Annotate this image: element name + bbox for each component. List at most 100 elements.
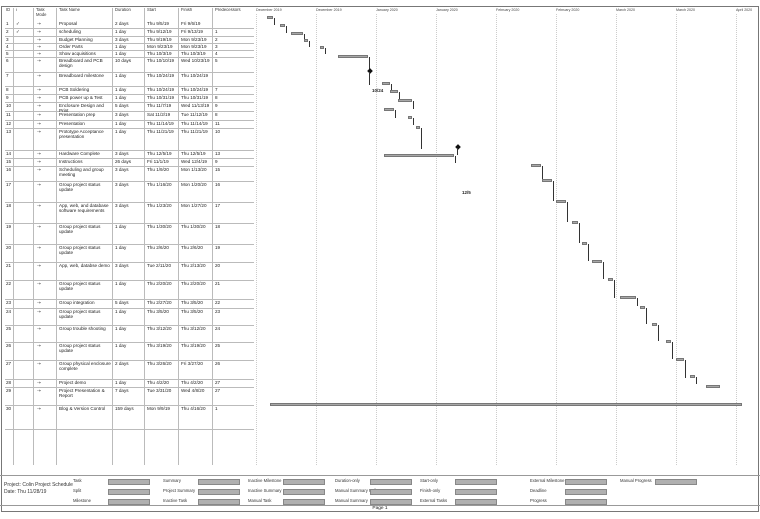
legend-item: Summary: [163, 478, 181, 483]
timescale-gridline: [376, 14, 378, 465]
cell-duration: 5 days: [115, 103, 129, 108]
col-header-name[interactable]: Task Name: [59, 8, 80, 12]
task-bar[interactable]: [270, 403, 742, 406]
task-bar[interactable]: [531, 164, 541, 167]
task-bar[interactable]: [320, 45, 324, 49]
cell-id: 9: [6, 95, 9, 100]
task-bar[interactable]: [384, 154, 454, 157]
cell-name: Enclosure Design and Print: [59, 103, 104, 113]
legend-swatch: [198, 479, 240, 485]
col-header-info[interactable]: i: [16, 8, 17, 12]
task-bar[interactable]: [640, 306, 645, 309]
legend-item: Duration-only: [335, 478, 360, 483]
task-bar[interactable]: [572, 221, 578, 224]
task-bar[interactable]: [652, 323, 657, 326]
task-bar[interactable]: [408, 116, 412, 119]
task-bar[interactable]: [382, 82, 390, 85]
task-bar[interactable]: [304, 38, 308, 42]
task-bar[interactable]: [706, 385, 720, 388]
dependency-link: [304, 33, 305, 40]
cell-id: 15: [6, 159, 12, 164]
dependency-link: [672, 342, 673, 359]
task-bar[interactable]: [582, 242, 587, 245]
cell-pred: 3: [215, 44, 218, 49]
task-bar[interactable]: [338, 55, 368, 58]
col-header-duration[interactable]: Duration: [115, 8, 131, 12]
cell-start: Thu 1/16/20: [147, 182, 172, 187]
task-bar[interactable]: [608, 278, 613, 281]
legend-swatch: [565, 499, 607, 505]
task-bar[interactable]: [676, 358, 684, 361]
task-bar[interactable]: [267, 16, 273, 19]
col-header-finish[interactable]: Finish: [181, 8, 193, 12]
col-header-id[interactable]: ID: [6, 8, 11, 12]
task-bar[interactable]: [620, 295, 636, 299]
cell-duration: 3 days: [115, 203, 129, 208]
task-bar[interactable]: [390, 90, 398, 93]
task-mode-icon: ⇢: [37, 151, 41, 156]
col-header-start[interactable]: Start: [147, 8, 156, 12]
cell-finish: Mon 1/27/20: [181, 203, 207, 208]
cell-id: 20: [6, 245, 12, 250]
cell-duration: 10 days: [115, 58, 132, 63]
task-bar[interactable]: [690, 375, 695, 378]
task-bar[interactable]: [291, 31, 303, 35]
task-bar[interactable]: [666, 340, 671, 343]
task-bar[interactable]: [542, 179, 552, 182]
cell-finish: Thu 10/3/19: [181, 51, 206, 56]
task-bar[interactable]: [398, 98, 412, 102]
cell-name: Group project status update: [59, 224, 101, 234]
col-header-mode[interactable]: Task Mode: [36, 8, 47, 17]
cell-duration: 1 day: [115, 73, 127, 78]
task-mode-icon: ⇢: [37, 281, 41, 286]
task-bar[interactable]: [416, 126, 420, 129]
task-mode-icon: ⇢: [37, 380, 41, 385]
cell-name: Breadboard milestone: [59, 73, 104, 78]
task-bar[interactable]: [280, 24, 285, 27]
cell-finish: Thu 4/2/20: [181, 380, 203, 385]
cell-name: Presentation prep: [59, 112, 96, 117]
task-bar[interactable]: [556, 200, 566, 203]
project-date: Date: Thu 11/28/19: [4, 489, 47, 495]
task-bar[interactable]: [384, 107, 394, 111]
cell-finish: Thu 10/24/19: [181, 87, 209, 92]
task-bar[interactable]: [592, 260, 602, 263]
cell-name: Scheduling and group meeting: [59, 167, 104, 177]
task-mode-icon: ⇢: [37, 326, 41, 331]
cell-finish: Mon 1/13/20: [181, 167, 207, 172]
cell-pred: 9: [215, 103, 218, 108]
legend-item: Milestone: [73, 498, 91, 503]
cell-pred: 25: [215, 343, 221, 348]
col-header-predecessors[interactable]: Predecessors: [215, 8, 241, 12]
